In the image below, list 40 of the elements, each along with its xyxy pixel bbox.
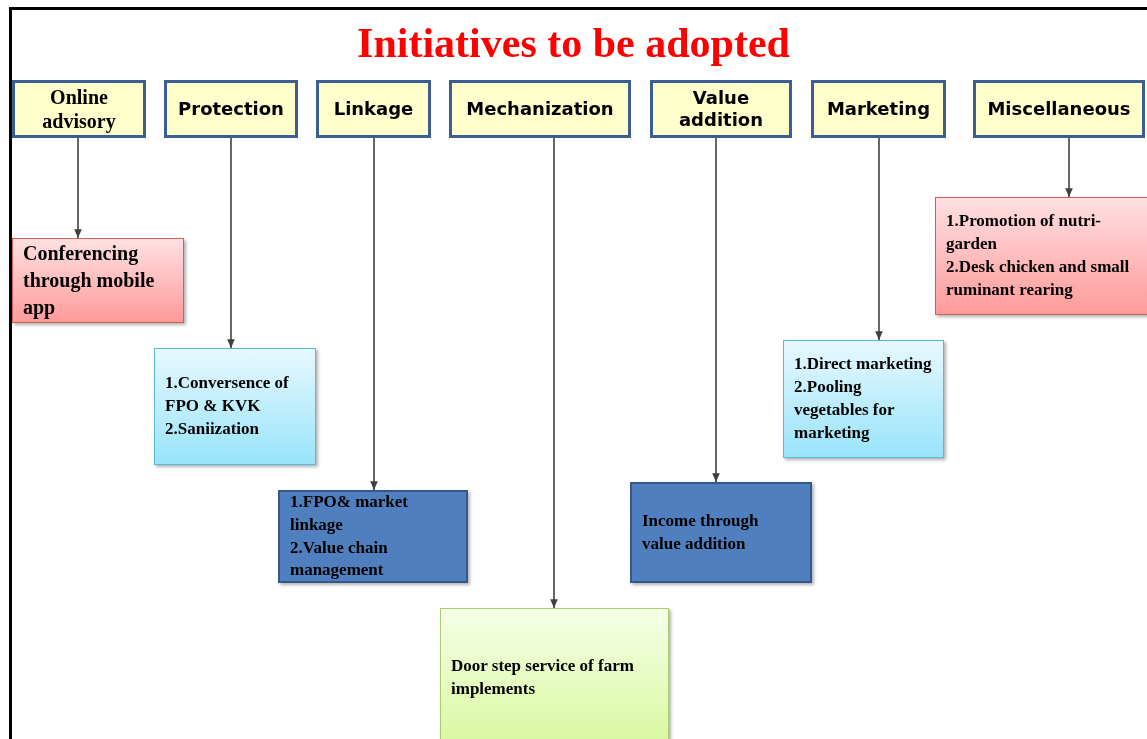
arrow [370, 137, 378, 491]
arrow [875, 137, 883, 341]
arrow [227, 137, 235, 349]
category-box [12, 80, 146, 138]
initiative-box [154, 348, 316, 465]
initiative-box [783, 340, 944, 458]
initiative-text: 2.Desk chicken and small ruminant rearing [946, 256, 1131, 301]
category-label: Miscellaneous [987, 98, 1131, 120]
category-label: Protection [178, 98, 284, 120]
initiative-text: 2.Saniization [165, 417, 260, 440]
category-label: Mechanization [466, 98, 614, 120]
initiative-text: Door step service of farm implements [451, 655, 635, 700]
category-box [164, 80, 298, 138]
initiative-box [630, 482, 812, 583]
arrow [1065, 137, 1073, 198]
initiative-box [440, 608, 669, 739]
category-box [449, 80, 631, 138]
initiative-box [12, 238, 184, 323]
initiative-text: Income through value addition [642, 509, 760, 555]
initiative-text: 2.Pooling vegetables for marketing [794, 376, 896, 444]
initiative-text: 1.Promotion of nutri-garden [946, 210, 1103, 256]
category-label: Value addition [677, 87, 764, 131]
initiative-box [278, 490, 468, 583]
initiative-text: 2.Value chain management [290, 536, 389, 581]
category-box [973, 80, 1145, 138]
initiative-text: 1.Direct marketing [794, 353, 933, 376]
title: Initiatives to be adopted [356, 20, 791, 67]
category-box [650, 80, 792, 138]
category-label: Marketing [826, 98, 931, 120]
arrow [712, 137, 720, 483]
initiative-text: 1.Conversence of FPO & KVK [165, 372, 290, 418]
arrow [74, 137, 82, 239]
category-label: Linkage [333, 98, 414, 120]
initiative-text: 1.FPO& market linkage [290, 492, 410, 536]
category-box [316, 80, 431, 138]
arrow [550, 137, 558, 609]
initiative-box [935, 197, 1147, 315]
category-label: Online advisory [41, 85, 117, 133]
initiative-text: Conferencing through mobile app [23, 241, 156, 321]
category-box [811, 80, 946, 138]
